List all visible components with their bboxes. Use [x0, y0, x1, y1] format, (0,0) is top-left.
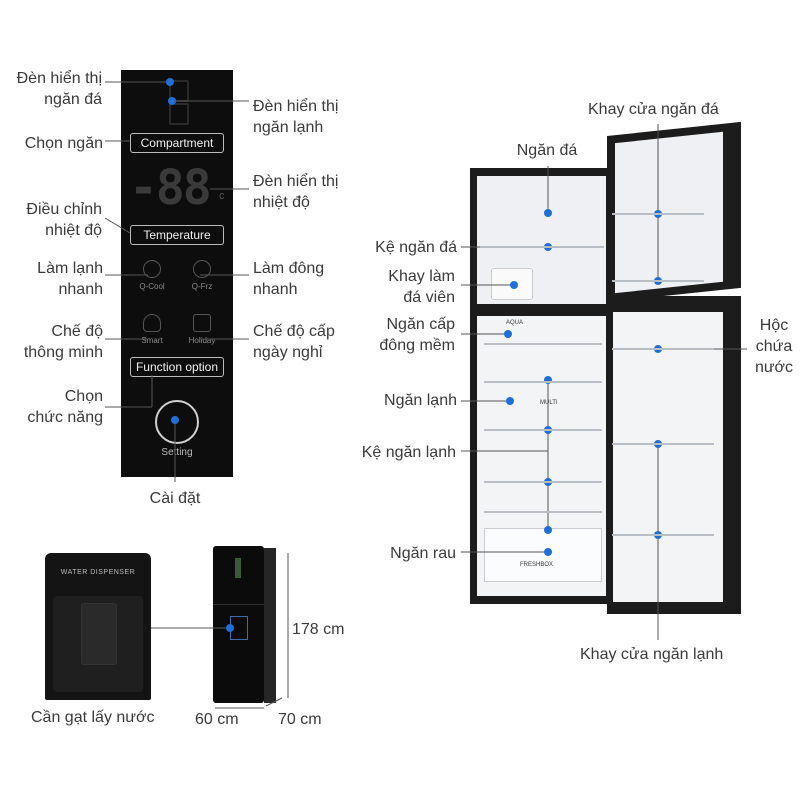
callout-line-2: chức năng: [27, 409, 103, 426]
dot-setting: [171, 416, 179, 424]
callout-holiday-mode: Chế độ cấp ngày nghỉ: [253, 321, 335, 363]
dot-ice-tray: [510, 281, 518, 289]
callout-quick-freeze: Làm đông nhanh: [253, 258, 324, 300]
callout-line-2: nhanh: [253, 281, 298, 298]
callout-line-2: nhiệt độ: [45, 222, 102, 239]
dot-fridge-indicator: [168, 97, 176, 105]
callout-ice-tray: Khay làm đá viên: [350, 266, 455, 308]
callout-line-2: đá viên: [403, 289, 455, 306]
callout-select-function: Chọn chức năng: [0, 386, 103, 428]
callout-dots: [166, 78, 662, 632]
quick-freeze-caption: Q-Frz: [191, 282, 213, 291]
callout-line-1: Làm đông: [253, 260, 325, 277]
callout-soft-freeze: Ngăn cấp đông mềm: [350, 314, 455, 356]
callout-line-2: nhanh: [58, 281, 104, 298]
function-option-button[interactable]: Function option: [130, 357, 224, 377]
callout-line-1: Ngăn cấp: [386, 316, 456, 333]
dimension-depth: 70 cm: [278, 711, 322, 728]
dot-freezer-indicator: [166, 78, 174, 86]
callout-line-2: chứa: [755, 338, 793, 355]
callout-line-1: Chọn: [64, 388, 103, 405]
smart-mode-icon: [143, 314, 161, 332]
dot-soft-freeze: [504, 330, 512, 338]
small-fridge-side: [264, 548, 276, 703]
callout-line-1: Khay làm: [388, 268, 455, 285]
water-lever[interactable]: [81, 603, 117, 665]
callout-line-2: ngăn lạnh: [253, 119, 324, 136]
setting-caption: Setting: [161, 447, 193, 458]
callout-line-2: ngày nghỉ: [253, 344, 323, 361]
dot-fridge-shelf-3: [544, 526, 552, 534]
callout-adjust-temperature: Điều chỉnh nhiệt độ: [0, 199, 102, 241]
callout-line-1: Làm lạnh: [37, 260, 103, 277]
temperature-button[interactable]: Temperature: [130, 225, 224, 245]
vegetable-drawer: [484, 528, 602, 582]
dimension-width: 60 cm: [195, 711, 239, 728]
holiday-mode-caption: Holiday: [188, 336, 216, 345]
holiday-mode-icon: [193, 314, 211, 332]
water-dispenser-closeup: WATER DISPENSER: [45, 553, 151, 700]
callout-line-3: nước: [754, 359, 794, 376]
shelves: [480, 213, 714, 536]
fridge-door-interior: [613, 312, 723, 602]
temperature-display: -88 c: [129, 160, 227, 216]
smart-mode-button[interactable]: Smart: [135, 312, 169, 352]
callout-fridge-shelf: Kệ ngăn lạnh: [361, 444, 456, 461]
callout-select-compartment: Chọn ngăn: [24, 135, 103, 152]
quick-cool-caption: Q-Cool: [139, 282, 165, 291]
callout-line-1: Đèn hiển thị: [253, 173, 339, 190]
multi-label: MULTI: [540, 400, 558, 406]
fridge-body: AQUA MULTI FRESHBOX: [470, 168, 613, 604]
quick-freeze-icon: [193, 260, 211, 278]
callout-fridge: Ngăn lạnh: [384, 392, 457, 409]
callout-setting: Cài đặt: [149, 490, 201, 507]
dispenser-title: WATER DISPENSER: [60, 569, 136, 576]
setting-button[interactable]: [155, 400, 199, 444]
dot-fridge: [506, 397, 514, 405]
callout-fridge-indicator: Đèn hiển thị ngăn lạnh: [253, 96, 338, 138]
temperature-display-digits: -88: [129, 160, 212, 216]
callout-line-1: Điều chỉnh: [26, 201, 102, 218]
control-panel: Compartment -88 c Temperature Q-Cool Q-F…: [121, 70, 233, 477]
callout-line-1: Đèn hiển thị: [253, 98, 339, 115]
callout-freezer-door-tray: Khay cửa ngăn đá: [588, 101, 719, 118]
dot-water-lever: [226, 624, 234, 632]
aqua-label: AQUA: [506, 320, 524, 326]
callout-smart-mode: Chế độ thông minh: [0, 321, 103, 363]
fridge-indicator-light: [169, 103, 189, 125]
holiday-mode-button[interactable]: Holiday: [185, 312, 219, 352]
callout-line-2: thông minh: [23, 344, 103, 361]
callout-line-1: Chế độ cấp: [253, 323, 335, 340]
callout-line-1: Đèn hiển thị: [16, 70, 102, 87]
callout-freezer: Ngăn đá: [516, 142, 578, 159]
callout-temperature-display: Đèn hiển thị nhiệt độ: [253, 171, 338, 213]
callout-line-2: đông mềm: [379, 337, 455, 354]
dot-freezer: [544, 209, 552, 217]
callout-freezer-indicator: Đèn hiển thị ngăn đá: [0, 68, 102, 110]
small-fridge-front: [213, 546, 264, 703]
small-fridge-display: [235, 558, 241, 578]
callout-line-1: Hộc: [759, 317, 789, 334]
quick-cool-button[interactable]: Q-Cool: [135, 258, 169, 298]
dimension-height: 178 cm: [292, 621, 345, 638]
compartment-button[interactable]: Compartment: [130, 133, 224, 153]
callout-line-1: Chế độ: [51, 323, 103, 340]
quick-freeze-button[interactable]: Q-Frz: [185, 258, 219, 298]
callout-quick-cool: Làm lạnh nhanh: [0, 258, 103, 300]
smart-mode-caption: Smart: [141, 336, 163, 345]
dot-vegetable: [544, 548, 552, 556]
quick-cool-icon: [143, 260, 161, 278]
callout-water-lever: Cần gạt lấy nước: [31, 709, 155, 726]
temperature-unit: c: [219, 190, 225, 202]
callout-vegetable: Ngăn rau: [390, 545, 456, 562]
callout-fridge-door-tray: Khay cửa ngăn lạnh: [580, 646, 724, 663]
callout-line-2: ngăn đá: [44, 91, 102, 108]
small-fridge-divider: [213, 604, 264, 605]
freshbox-label: FRESHBOX: [520, 562, 554, 568]
callout-water-tank: Hộc chứa nước: [748, 315, 800, 378]
callout-line-2: nhiệt độ: [253, 194, 310, 211]
callout-freezer-shelf: Kệ ngăn đá: [375, 239, 457, 256]
